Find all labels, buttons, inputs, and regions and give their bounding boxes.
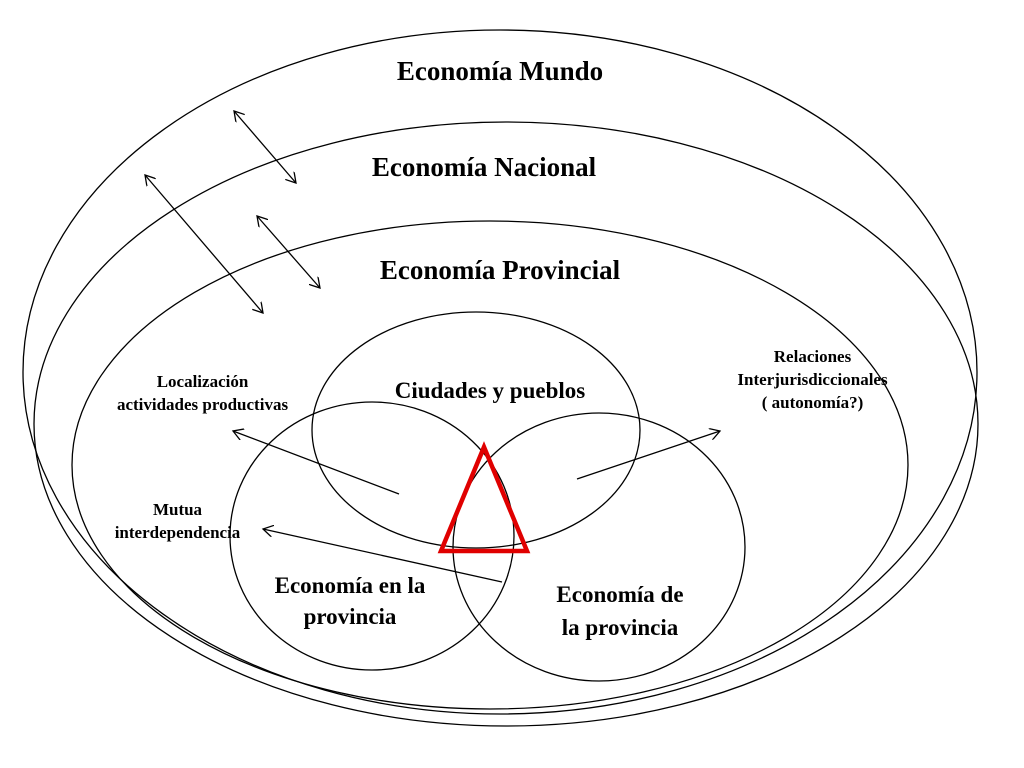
- localizacion-line-1: Localización: [156, 372, 249, 391]
- relaciones-arrow: [577, 431, 720, 479]
- national-economy-ellipse: [34, 122, 978, 726]
- cities-towns-label: Ciudades y pueblos: [394, 378, 586, 403]
- economy-of-province-circle: [453, 413, 745, 681]
- economy-of-province-line-1: Economía de: [556, 582, 684, 607]
- localizacion-arrow: [233, 431, 399, 494]
- world-national-arrow: [234, 111, 296, 183]
- economy-in-province-line-2: provincia: [303, 604, 397, 629]
- economy-of-province-label: Economía de la provincia: [500, 578, 740, 644]
- localizacion-line-2: actividades productivas: [116, 395, 289, 414]
- economy-in-province-circle: [230, 402, 514, 670]
- mutua-label: Mutua interdependencia: [85, 498, 270, 544]
- intersection-triangle: [437, 441, 531, 554]
- economy-in-province-line-1: Economía en la: [274, 573, 426, 598]
- localizacion-label: Localización actividades productivas: [80, 370, 325, 416]
- world-economy-label: Economía Mundo: [396, 56, 604, 86]
- relaciones-line-3: ( autonomía?): [761, 393, 864, 412]
- relaciones-label: Relaciones Interjurisdiccionales ( auton…: [690, 345, 935, 414]
- cities-towns-circle: [312, 312, 640, 548]
- provincial-economy-label: Economía Provincial: [379, 255, 621, 285]
- world-provincial-arrow: [145, 175, 263, 313]
- economy-in-province-label: Economía en la provincia: [230, 570, 470, 632]
- mutua-line-2: interdependencia: [114, 523, 241, 542]
- world-economy-ellipse: [23, 30, 977, 714]
- national-provincial-arrow: [257, 216, 320, 288]
- economy-of-province-line-2: la provincia: [561, 615, 679, 640]
- relaciones-line-1: Relaciones: [773, 347, 852, 366]
- national-economy-label: Economía Nacional: [371, 152, 597, 182]
- relaciones-line-2: Interjurisdiccionales: [737, 370, 888, 389]
- provincial-economy-ellipse: [72, 221, 908, 709]
- mutua-arrow: [263, 529, 502, 582]
- mutua-line-1: Mutua: [152, 500, 203, 519]
